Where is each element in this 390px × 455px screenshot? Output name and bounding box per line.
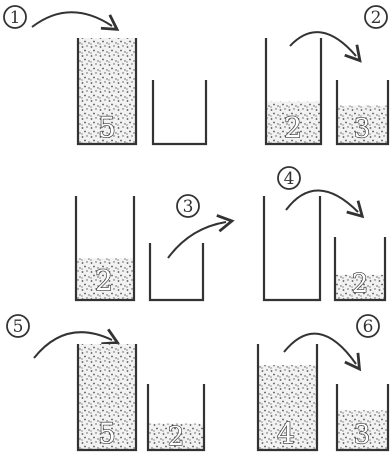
pour-arrow: [32, 12, 112, 27]
pour-arrow: [290, 32, 356, 56]
jug-large: 5: [78, 38, 136, 144]
amount-label: 2: [95, 264, 113, 297]
jug-small: [150, 243, 203, 300]
jug-small: 3: [337, 384, 388, 450]
amount-label: 3: [354, 420, 371, 450]
amount-label: 3: [354, 114, 371, 144]
step-number: 4: [284, 169, 295, 189]
step-number-badge: 1: [4, 6, 26, 28]
step-number: 6: [363, 317, 374, 337]
panel-5: 5 5 2: [7, 315, 204, 452]
jug-large: 2: [76, 196, 134, 300]
amount-label: 2: [284, 111, 302, 144]
step-number: 3: [183, 197, 194, 217]
jug-small: 2: [148, 384, 204, 452]
jug-small: 3: [337, 80, 388, 144]
pour-arrow: [284, 334, 356, 364]
step-number: 5: [13, 317, 24, 337]
step-number: 1: [10, 8, 21, 28]
jug-small: [153, 80, 206, 144]
step-number-badge: 6: [357, 315, 379, 337]
panel-6: 6 4 3: [258, 315, 388, 450]
jug-large: [264, 196, 320, 300]
panel-2: 2 2 3: [266, 6, 388, 144]
amount-label: 4: [277, 417, 295, 450]
step-number-badge: 3: [177, 195, 199, 217]
jug-small: 2: [335, 237, 385, 300]
pour-arrow: [168, 222, 226, 258]
panel-1: 1 5: [4, 6, 206, 144]
amount-label: 2: [168, 422, 185, 452]
step-number-badge: 2: [365, 6, 387, 28]
jug-large: 4: [258, 344, 317, 450]
step-number-badge: 5: [7, 315, 29, 337]
amount-label: 5: [98, 111, 116, 144]
jug-large: 5: [78, 344, 136, 450]
panel-4: 4 2: [264, 167, 385, 300]
step-number-badge: 4: [278, 167, 300, 189]
jug-large: 2: [266, 38, 321, 144]
pour-arrow: [286, 190, 358, 212]
amount-label: 5: [98, 417, 116, 450]
panel-3: 3 2: [76, 195, 226, 300]
step-number: 2: [371, 8, 382, 28]
amount-label: 2: [352, 269, 369, 299]
